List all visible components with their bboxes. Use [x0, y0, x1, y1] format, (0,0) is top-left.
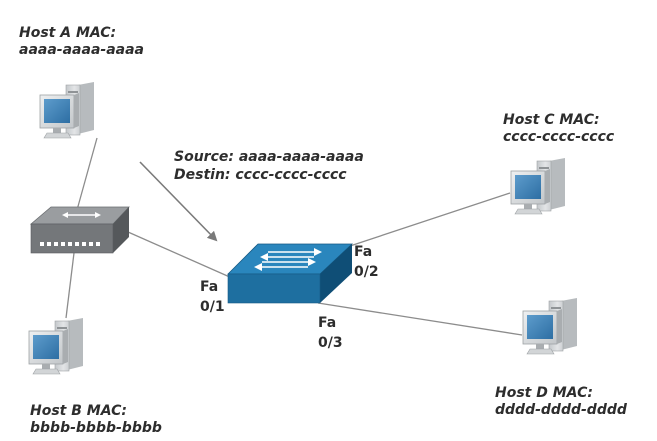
- port-1-type: Fa: [200, 279, 219, 295]
- host-c-mac: cccc-cccc-cccc: [503, 129, 615, 145]
- frame-source: Source: aaaa-aaaa-aaaa: [174, 149, 364, 165]
- link-hub-hostB: [65, 252, 75, 319]
- host-d-computer-icon: [522, 297, 578, 355]
- link-switch-hostD: [317, 302, 523, 336]
- host-b-title: Host B MAC:: [30, 403, 127, 419]
- host-b-computer-icon: [28, 317, 84, 375]
- frame-addresses: Source: aaaa-aaaa-aaaa Destin: cccc-cccc…: [174, 148, 364, 184]
- hub-icon: [29, 206, 130, 254]
- link-hostA-hub: [76, 137, 98, 211]
- port-1-num: 0/1: [200, 299, 225, 315]
- host-b-label: Host B MAC: bbbb-bbbb-bbbb: [30, 403, 162, 437]
- port-3-type: Fa: [318, 315, 337, 331]
- host-a-label: Host A MAC: aaaa-aaaa-aaaa: [19, 25, 144, 59]
- port-2-type: Fa: [354, 244, 373, 260]
- switch-icon: [227, 243, 354, 304]
- host-a-mac: aaaa-aaaa-aaaa: [19, 42, 144, 58]
- port-fa0-3-label: Fa 0/3: [318, 313, 343, 353]
- port-3-num: 0/3: [318, 335, 343, 351]
- host-a-computer-icon: [39, 81, 95, 139]
- host-c-title: Host C MAC:: [503, 112, 600, 128]
- link-switch-hostC: [349, 192, 511, 247]
- port-2-num: 0/2: [354, 264, 379, 280]
- host-c-label: Host C MAC: cccc-cccc-cccc: [503, 112, 614, 146]
- host-d-mac: dddd-dddd-dddd: [495, 402, 627, 418]
- host-a-title: Host A MAC:: [19, 25, 117, 41]
- host-d-title: Host D MAC:: [495, 385, 593, 401]
- port-fa0-2-label: Fa 0/2: [354, 242, 379, 282]
- frame-direction-arrow: [139, 161, 218, 242]
- link-hub-switch: [127, 231, 233, 279]
- port-fa0-1-label: Fa 0/1: [200, 277, 225, 317]
- host-d-label: Host D MAC: dddd-dddd-dddd: [495, 385, 627, 419]
- host-c-computer-icon: [510, 157, 566, 215]
- frame-destination: Destin: cccc-cccc-cccc: [174, 167, 347, 183]
- host-b-mac: bbbb-bbbb-bbbb: [30, 420, 162, 436]
